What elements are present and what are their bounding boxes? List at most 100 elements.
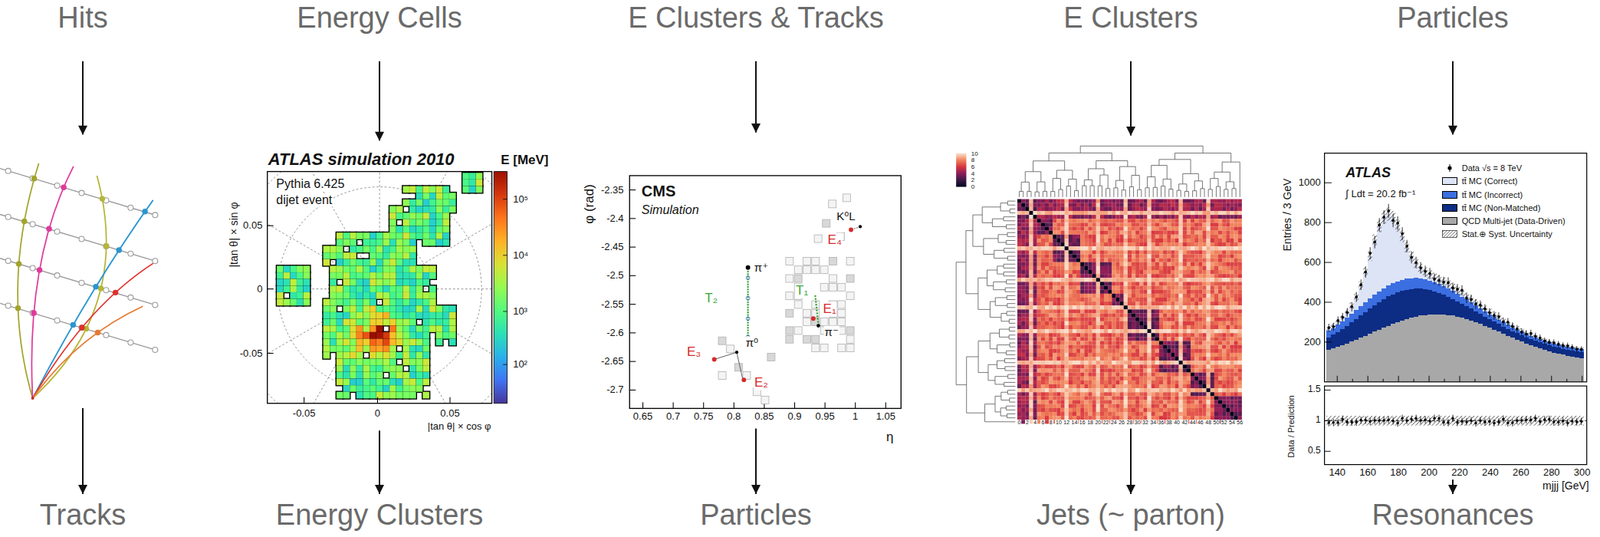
energy-cell [336,351,344,359]
heatmap-cell [1096,199,1101,204]
energy-cell [429,318,437,326]
heatmap-cell [1202,210,1206,215]
heatmap-cell [1037,246,1042,250]
heatmap-cell [1072,246,1077,250]
energy-cell [382,312,390,319]
energy-cell [409,285,417,293]
track-point [816,312,819,314]
heatmap-cell [1135,242,1140,247]
heatmap-cell [1234,242,1239,247]
heatmap-cell [1028,222,1033,227]
heatmap-cell [1182,253,1187,258]
energy-cell [422,391,430,399]
heatmap-cell [1225,214,1230,219]
heatmap-cell [1044,242,1049,247]
heatmap-cell [1123,222,1128,227]
heatmap-cell [1072,210,1077,215]
energy-cell [402,318,410,326]
energy-cell [402,245,410,253]
heatmap-cell [1214,242,1219,247]
energy-cell [462,172,470,180]
heatmap-cell [1143,203,1147,207]
energy-cell [303,265,311,273]
heatmap-cell [1115,206,1120,211]
heatmap-cell [1064,214,1069,219]
energy-cell [389,338,397,346]
heatmap-cell [1147,234,1152,239]
energy-cell [329,325,337,332]
energy-cell [289,285,297,293]
heatmap-cell [1143,210,1147,215]
heatmap-cell [1147,222,1152,227]
heatmap-cell [1115,242,1120,247]
heatmap-cell [1218,246,1223,250]
energy-cell [376,285,384,293]
heatmap-cell [1056,246,1061,250]
heatmap-cell [1238,230,1242,235]
energy-cell [429,232,437,240]
heatmap-cell [1103,218,1108,223]
heatmap-cell [1166,238,1171,243]
calorimeter-cell [785,308,794,317]
heatmap-cell [1218,238,1223,243]
heatmap-cell [1037,222,1042,227]
heatmap-cell [1238,203,1242,207]
calorimeter-cell [811,344,820,352]
heatmap-cell [1179,234,1183,239]
heatmap-cell [1017,242,1022,247]
energy-cell [336,265,344,273]
heatmap-cell [1084,218,1088,223]
energy-cell [416,212,424,220]
heatmap-cell [1186,199,1191,204]
calorimeter-cell [794,326,802,335]
energy-cell [369,265,377,273]
heatmap-cell [1025,199,1029,204]
track-point [746,280,749,283]
particle-track [17,163,39,398]
heatmap-cell [1072,242,1077,247]
energy-cell [323,325,331,332]
heatmap-cell [1076,230,1081,235]
heatmap-cell [1048,249,1053,254]
heatmap-cell [1179,214,1183,219]
energy-cell [436,312,444,319]
hit-marker [152,258,158,264]
heatmap-cell [1234,214,1239,219]
energy-cell [329,279,337,286]
heatmap-cell [1198,218,1203,223]
heatmap-cell [1100,230,1104,235]
energy-cell [429,186,437,194]
energy-cell [409,265,417,273]
track-point [814,298,817,300]
energy-cell [369,384,377,392]
energy-cell [422,212,430,220]
heatmap-cell [1021,222,1026,227]
energy-cell [396,252,404,260]
heatmap-cell [1092,218,1097,223]
heatmap-cell [1210,226,1215,231]
heatmap-cell [1064,230,1069,235]
energy-cell [389,384,397,392]
heatmap-cell [1186,249,1191,254]
energy-cell [409,259,417,267]
heatmap-cell [1028,226,1033,231]
heatmap-cell [1170,218,1175,223]
calorimeter-cell [718,336,727,345]
energy-cell [329,298,337,306]
heatmap-cell [1151,210,1156,215]
heatmap-cell [1170,253,1175,258]
heatmap-cell [1131,203,1136,207]
heatmap-cell [1048,234,1053,239]
heatmap-cell [1210,222,1215,227]
track-hit [16,260,22,267]
track-point [746,290,749,293]
heatmap-cell [1159,242,1164,247]
heatmap-cell [1033,203,1038,207]
heatmap-cell [1048,238,1053,243]
heatmap-cell [1111,210,1116,215]
energy-cell [396,312,404,319]
heatmap-cell [1041,222,1045,227]
energy-cell [442,186,450,194]
heatmap-cell [1056,226,1061,231]
heatmap-cell [1021,246,1026,250]
